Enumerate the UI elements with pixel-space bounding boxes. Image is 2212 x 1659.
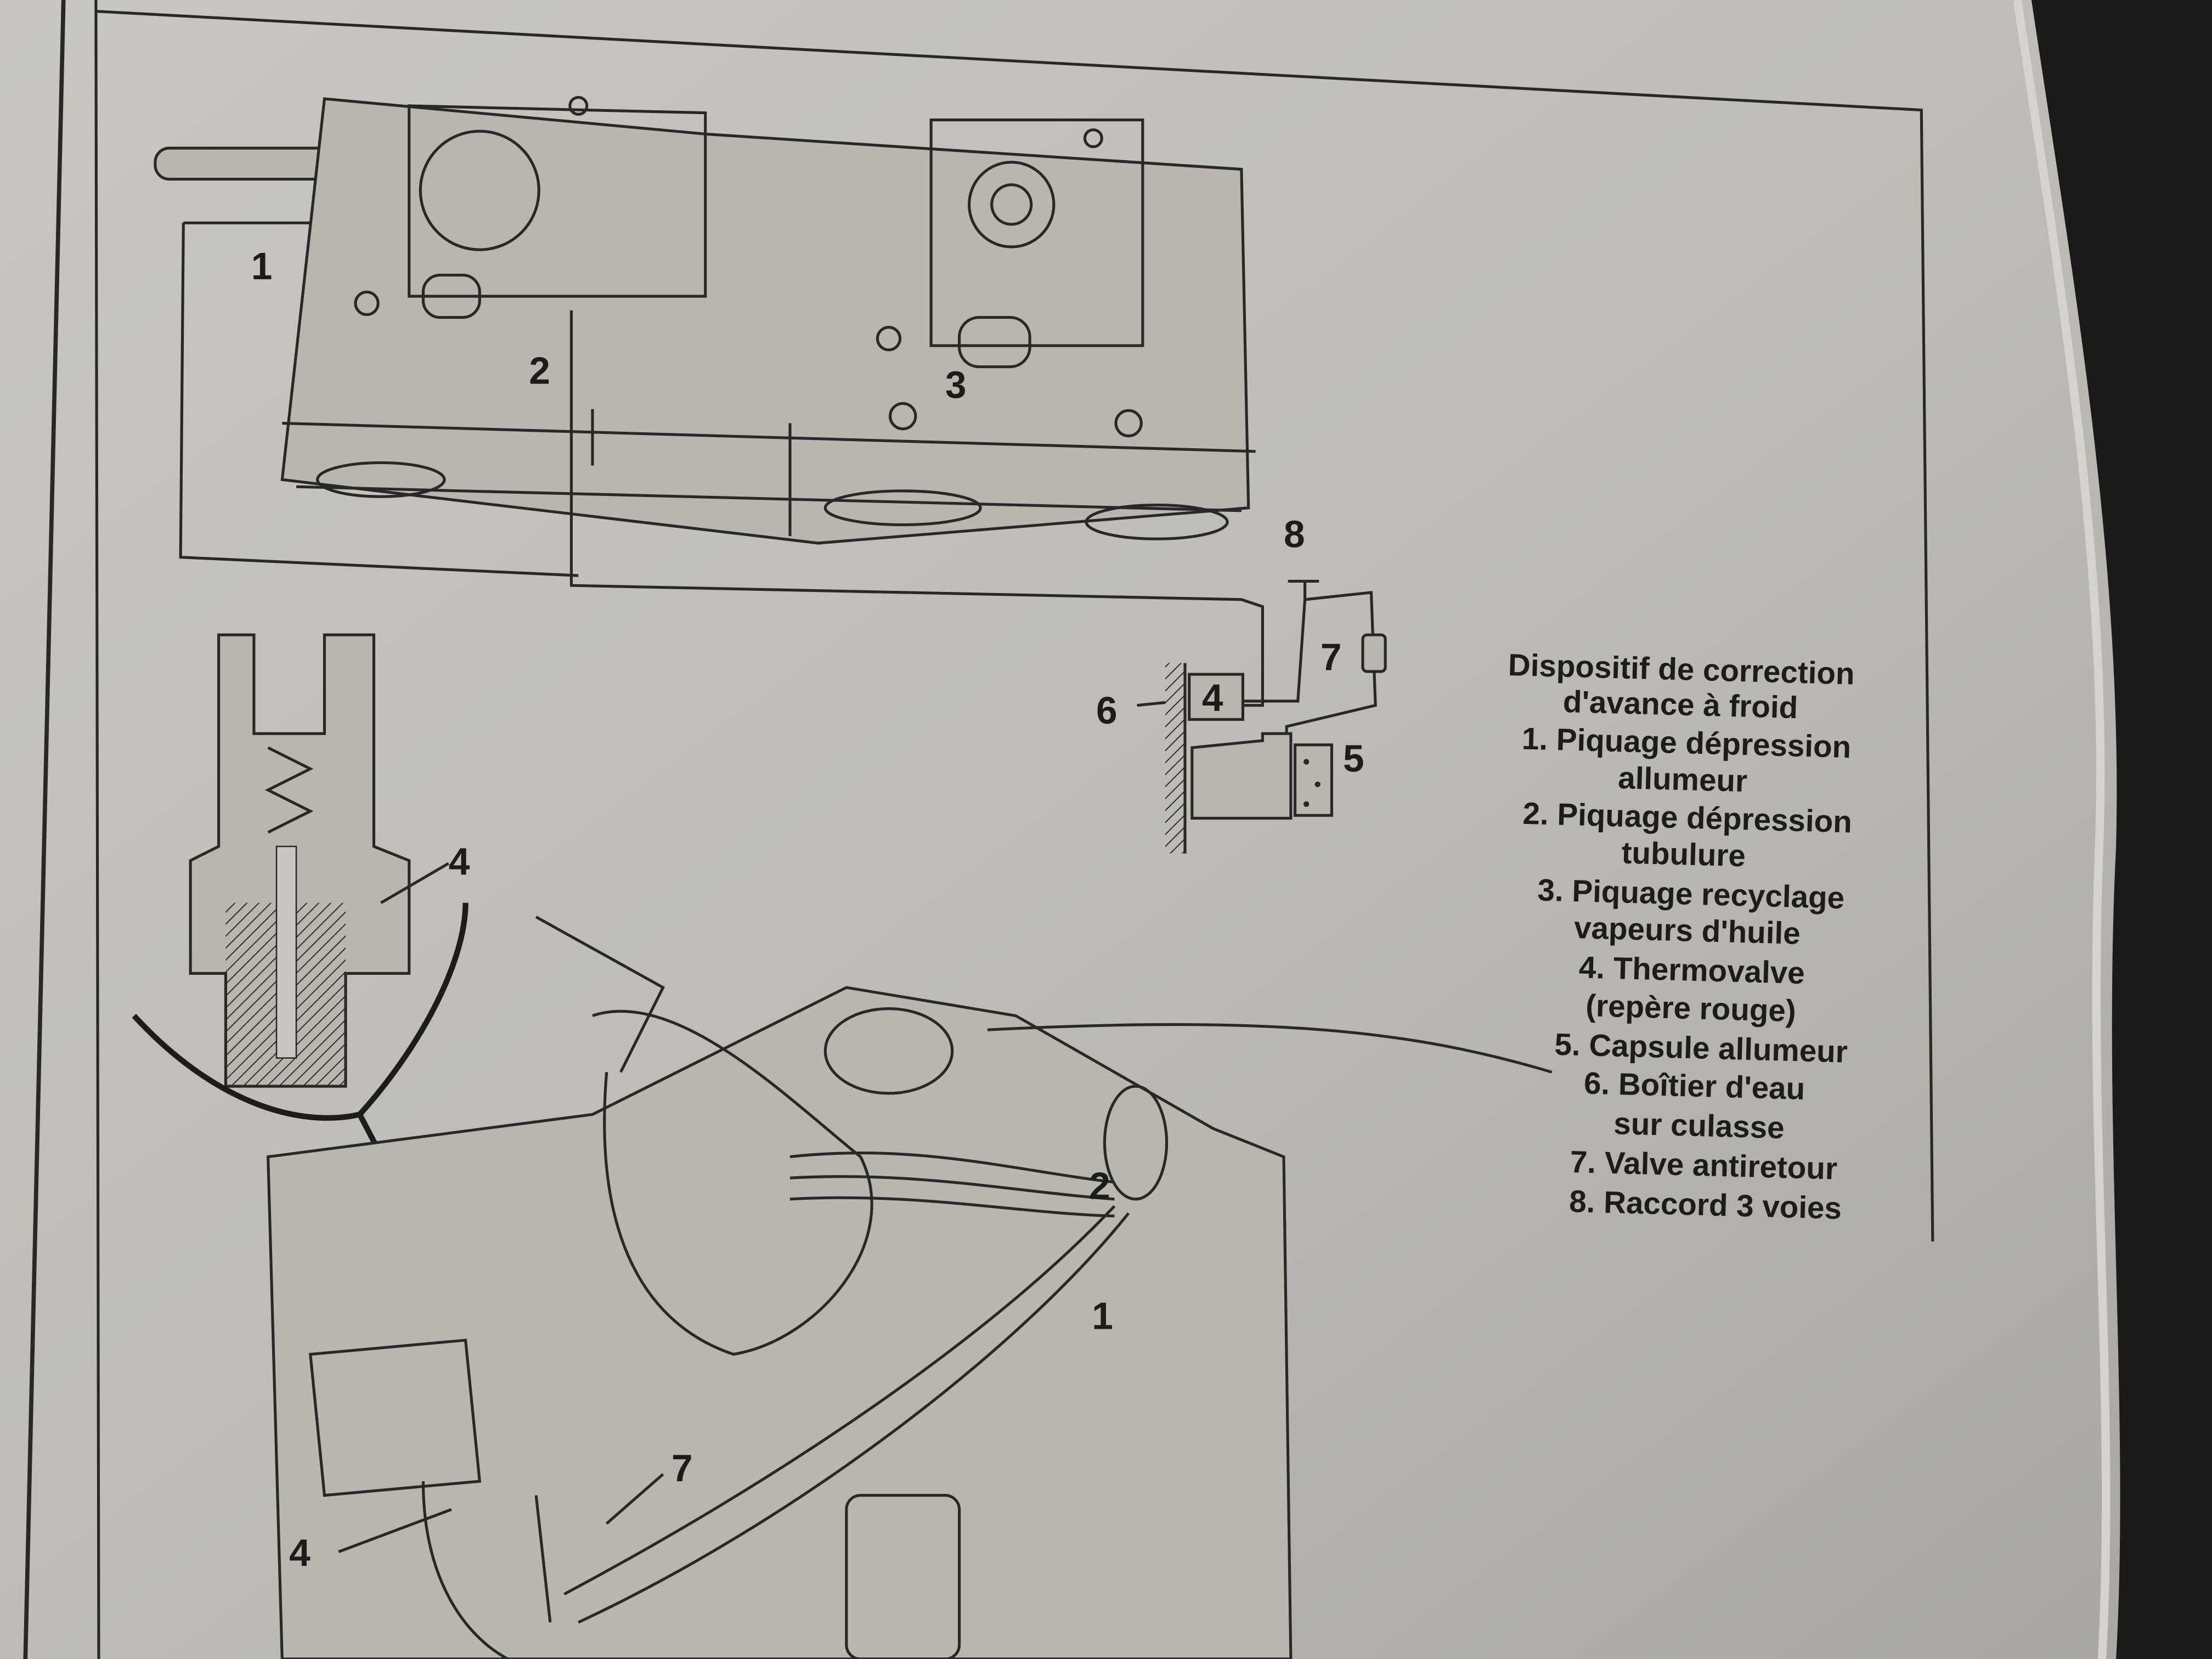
legend-item: 4. Thermovalve	[1578, 950, 1805, 990]
callout-7: 7	[1321, 635, 1342, 678]
legend: Dispositif de correction d'avance à froi…	[1508, 647, 1855, 1226]
check-valve	[1361, 633, 1387, 673]
callout-2-engine: 2	[1089, 1165, 1110, 1207]
thermovalve-section	[132, 633, 524, 1426]
callout-6: 6	[1096, 689, 1118, 732]
legend-item: 7. Valve antiretour	[1570, 1144, 1838, 1186]
callout-3-top: 3	[945, 363, 967, 406]
frame-border	[94, 0, 1934, 1659]
callout-4-engine: 4	[289, 1531, 311, 1574]
page-edge-dark	[2031, 0, 2212, 1659]
margin-line	[23, 0, 66, 1659]
legend-item: 8. Raccord 3 voies	[1569, 1184, 1842, 1226]
legend-item: sur culasse	[1613, 1106, 1785, 1145]
legend-item: 2. Piquage dépression	[1522, 796, 1853, 839]
vacuum-schematic	[1137, 579, 1387, 854]
callout-4-section: 4	[449, 840, 470, 883]
legend-item: 6. Boîtier d'eau	[1583, 1065, 1805, 1106]
engine-drawing	[266, 916, 1553, 1659]
legend-item: tubulure	[1621, 835, 1746, 873]
callout-2-top: 2	[529, 349, 550, 392]
callout-4-box: 4	[1202, 676, 1223, 719]
callout-7-engine: 7	[672, 1447, 693, 1489]
callout-1-engine: 1	[1092, 1294, 1113, 1337]
legend-item: 3. Piquage recyclage	[1537, 872, 1845, 915]
capsule	[1190, 732, 1293, 820]
legend-item: (repère rouge)	[1585, 988, 1797, 1028]
thermovalve-box	[1188, 673, 1245, 721]
callout-5: 5	[1343, 737, 1364, 780]
callout-1-top: 1	[251, 245, 273, 287]
legend-item: allumeur	[1618, 760, 1748, 798]
carburetor-drawing	[154, 95, 1264, 707]
legend-title-line-2: d'avance à froid	[1562, 684, 1798, 725]
legend-item: 5. Capsule allumeur	[1554, 1027, 1848, 1069]
legend-item: 1. Piquage dépression	[1521, 721, 1852, 764]
legend-item: vapeurs d'huile	[1573, 910, 1801, 951]
page-edge-light	[2013, 0, 2111, 1659]
callout-8: 8	[1284, 513, 1305, 556]
